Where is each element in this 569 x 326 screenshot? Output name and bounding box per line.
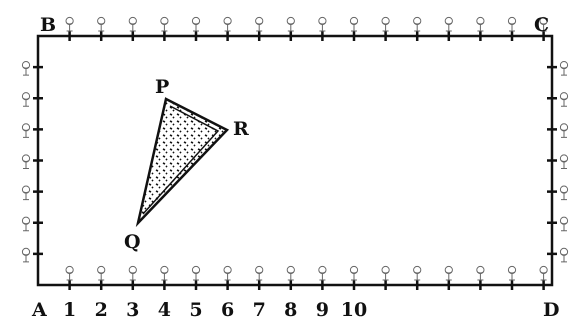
tree-icon [21,216,31,232]
tree-icon [413,16,422,32]
tree-icon [559,185,569,201]
axis-number-4: 4 [158,299,171,321]
tree-icon [286,16,295,32]
label-P: P [155,76,169,98]
tree-icon [21,123,31,138]
tree-icon [318,265,327,281]
tree-icon [444,16,453,32]
tree-icon [507,265,517,281]
tree-icon [223,265,232,281]
tree-icon [128,265,137,281]
tree-icon [128,16,137,32]
corner-C: C [534,14,549,36]
tree-icon [349,265,359,281]
axis-number-2: 2 [95,299,108,321]
tree-icon [21,185,31,201]
tree-icon [255,16,264,32]
axis-number-8: 8 [284,299,297,321]
tree-icon [160,265,169,281]
tree-icon [255,265,264,281]
tick-marks [33,31,557,290]
tree-icon [286,265,295,281]
tree-icon [65,265,74,281]
tree-icon [223,16,232,32]
tree-icon [318,16,327,32]
tree-icon [160,16,169,32]
axis-number-3: 3 [126,299,139,321]
tree-icon [21,247,31,263]
tree-icon [191,16,201,32]
axis-number-9: 9 [316,299,329,321]
tree-icon [97,265,106,281]
tree-icon [559,123,569,138]
label-R: R [233,118,249,140]
triangle-inner-edge [142,105,220,215]
triangle-pqr [135,97,230,228]
tree-row [21,16,569,281]
tree-icon [559,61,569,76]
tree-icon [559,216,569,232]
corner-B: B [40,14,56,36]
label-Q: Q [124,231,141,253]
tree-icon [97,16,106,32]
tree-icon [21,154,31,169]
tree-icon [21,61,31,76]
corner-A: A [31,299,47,321]
corner-D: D [543,299,559,321]
tree-icon [476,265,485,281]
axis-number-5: 5 [189,299,202,321]
tree-icon [539,265,548,281]
tree-icon [381,16,390,32]
tree-icon [65,16,74,32]
tree-icon [559,154,569,169]
tree-icon [413,265,422,281]
tree-icon [381,265,390,281]
tree-icon [559,92,569,107]
tree-icon [21,92,31,107]
tree-icon [476,16,485,32]
axis-number-1: 1 [63,299,76,321]
tree-icon [507,16,517,32]
tree-icon [349,16,359,32]
boundary-rectangle [36,34,554,287]
tree-icon [191,265,201,281]
tree-icon [444,265,453,281]
axis-number-7: 7 [253,299,266,321]
tree-icon [559,247,569,263]
axis-number-10: 10 [341,299,367,321]
axis-number-6: 6 [221,299,234,321]
